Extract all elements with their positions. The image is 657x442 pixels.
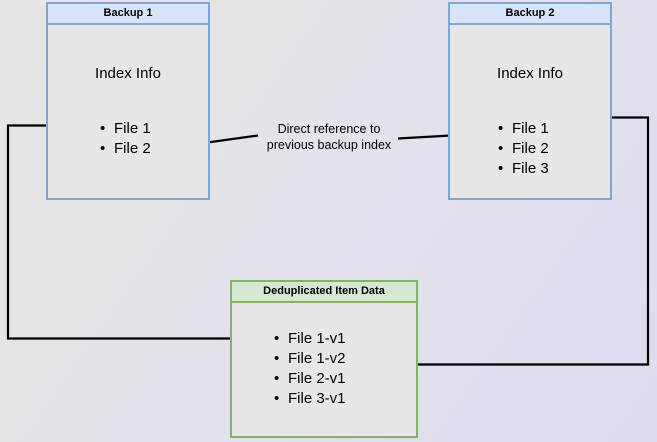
box-backup-1-body: Index Info File 1 File 2 bbox=[48, 25, 208, 198]
box-backup-2-title: Backup 2 bbox=[450, 4, 610, 25]
box-deduplicated-item-data[interactable]: Deduplicated Item Data File 1-v1 File 1-… bbox=[230, 280, 418, 438]
edge-label-direct-reference: Direct reference to previous backup inde… bbox=[266, 122, 392, 152]
box-backup-1[interactable]: Backup 1 Index Info File 1 File 2 bbox=[46, 2, 210, 200]
list-item: File 2-v1 bbox=[274, 369, 346, 389]
box-deduplicated-item-data-body: File 1-v1 File 1-v2 File 2-v1 File 3-v1 bbox=[232, 303, 416, 436]
file-list-deduplicated: File 1-v1 File 1-v2 File 2-v1 File 3-v1 bbox=[274, 329, 346, 409]
list-item: File 3 bbox=[498, 159, 549, 179]
list-item: File 1-v2 bbox=[274, 349, 346, 369]
file-list-backup-2: File 1 File 2 File 3 bbox=[498, 119, 549, 179]
list-item: File 3-v1 bbox=[274, 389, 346, 409]
list-item: File 1 bbox=[100, 119, 151, 139]
box-deduplicated-item-data-title: Deduplicated Item Data bbox=[232, 282, 416, 303]
list-item: File 2 bbox=[100, 139, 151, 159]
file-list-backup-1: File 1 File 2 bbox=[100, 119, 151, 159]
box-backup-2-body: Index Info File 1 File 2 File 3 bbox=[450, 25, 610, 198]
list-item: File 1-v1 bbox=[274, 329, 346, 349]
index-info-label-backup-2: Index Info bbox=[497, 65, 563, 82]
index-info-label-backup-1: Index Info bbox=[95, 65, 161, 82]
list-item: File 2 bbox=[498, 139, 549, 159]
list-item: File 1 bbox=[498, 119, 549, 139]
box-backup-1-title: Backup 1 bbox=[48, 4, 208, 25]
box-backup-2[interactable]: Backup 2 Index Info File 1 File 2 File 3 bbox=[448, 2, 612, 200]
